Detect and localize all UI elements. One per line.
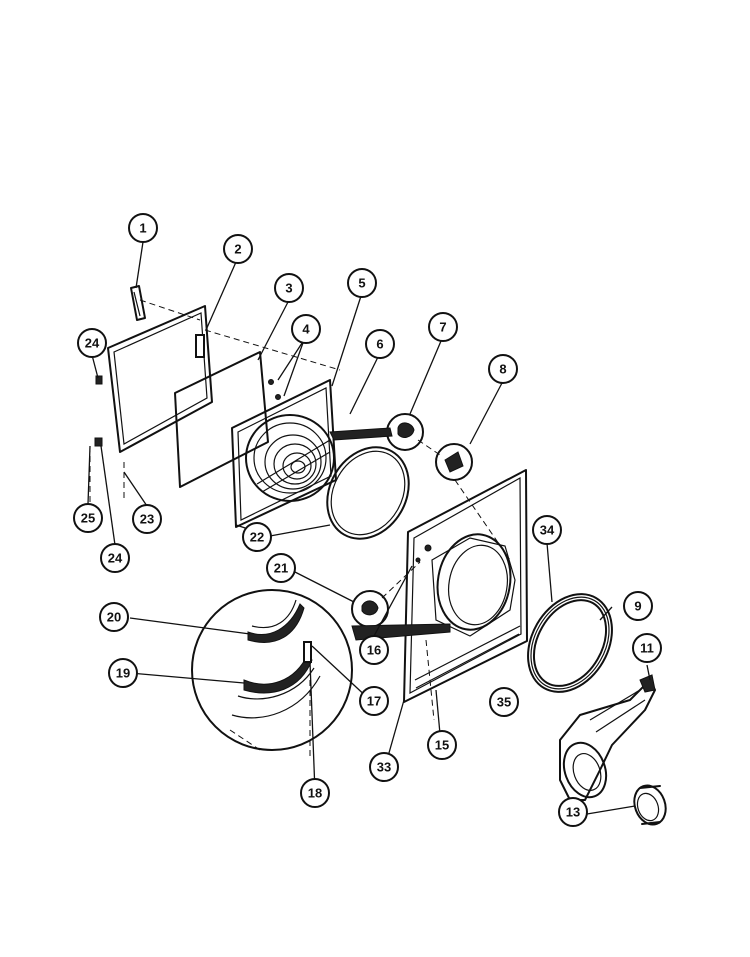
callout-33-label: 33 [377,760,391,775]
callout-2: 2 [223,234,253,264]
callout-22-label: 22 [250,530,264,545]
callout-3: 3 [274,273,304,303]
magnified-detail-view [191,589,353,760]
callout-34: 34 [532,515,562,545]
callout-1-label: 1 [139,221,146,236]
callout-34-label: 34 [540,523,555,538]
callout-21: 21 [266,553,296,583]
callout-13: 13 [558,797,588,827]
callout-9: 9 [623,591,653,621]
latch-detail-circle [329,413,424,451]
callout-11-label: 11 [640,641,654,656]
door-seal-ring [326,446,410,540]
front-panel [403,469,528,721]
callout-7-label: 7 [439,320,446,335]
callout-24-upper: 24 [77,328,107,358]
callout-15: 15 [427,730,457,760]
callout-19: 19 [108,658,138,688]
hinge-bracket-upper [95,375,103,385]
callout-17: 17 [359,686,389,716]
callout-6: 6 [365,329,395,359]
callout-3-label: 3 [285,281,292,296]
callout-2-label: 2 [234,242,241,257]
outer-door-panel [107,305,213,453]
callout-24-upper-label: 24 [85,336,100,351]
callout-13-label: 13 [566,805,580,820]
callout-6-label: 6 [376,337,383,352]
leader-lines [87,241,651,815]
inner-door-grille-panel [231,379,337,528]
callout-7: 7 [428,312,458,342]
strike-detail-circle [417,439,473,481]
drum-seal-ring [527,593,613,693]
callout-20: 20 [99,602,129,632]
callout-23: 23 [132,504,162,534]
callout-33: 33 [369,752,399,782]
callout-23-label: 23 [140,512,154,527]
callout-8: 8 [488,354,518,384]
callout-25-label: 25 [81,511,95,526]
callout-16: 16 [359,635,389,665]
callout-24-lower: 24 [100,543,130,573]
door-liner-sheet [174,351,269,488]
lint-duct-assembly [559,674,656,801]
callout-35-label: 35 [497,695,511,710]
callout-17-label: 17 [367,694,381,709]
door-handle-part [130,285,146,321]
callout-22: 22 [242,522,272,552]
hinge-bracket-lower [89,437,125,505]
duct-sleeve-ring [633,784,667,826]
callout-4-label: 4 [302,322,310,337]
callout-25: 25 [73,503,103,533]
callout-16-label: 16 [367,643,381,658]
screws-part [268,379,281,400]
callout-4: 4 [291,314,321,344]
callout-20-label: 20 [107,610,121,625]
callout-1: 1 [128,213,158,243]
callout-35: 35 [489,687,519,717]
callout-18: 18 [300,778,330,808]
callout-21-label: 21 [274,561,288,576]
callout-8-label: 8 [499,362,506,377]
callout-24-lower-label: 24 [108,551,123,566]
callout-15-label: 15 [435,738,449,753]
callout-9-label: 9 [634,599,641,614]
callout-18-label: 18 [308,786,322,801]
callout-19-label: 19 [116,666,130,681]
callout-5-label: 5 [358,276,365,291]
callout-11: 11 [632,633,662,663]
callout-5: 5 [347,268,377,298]
